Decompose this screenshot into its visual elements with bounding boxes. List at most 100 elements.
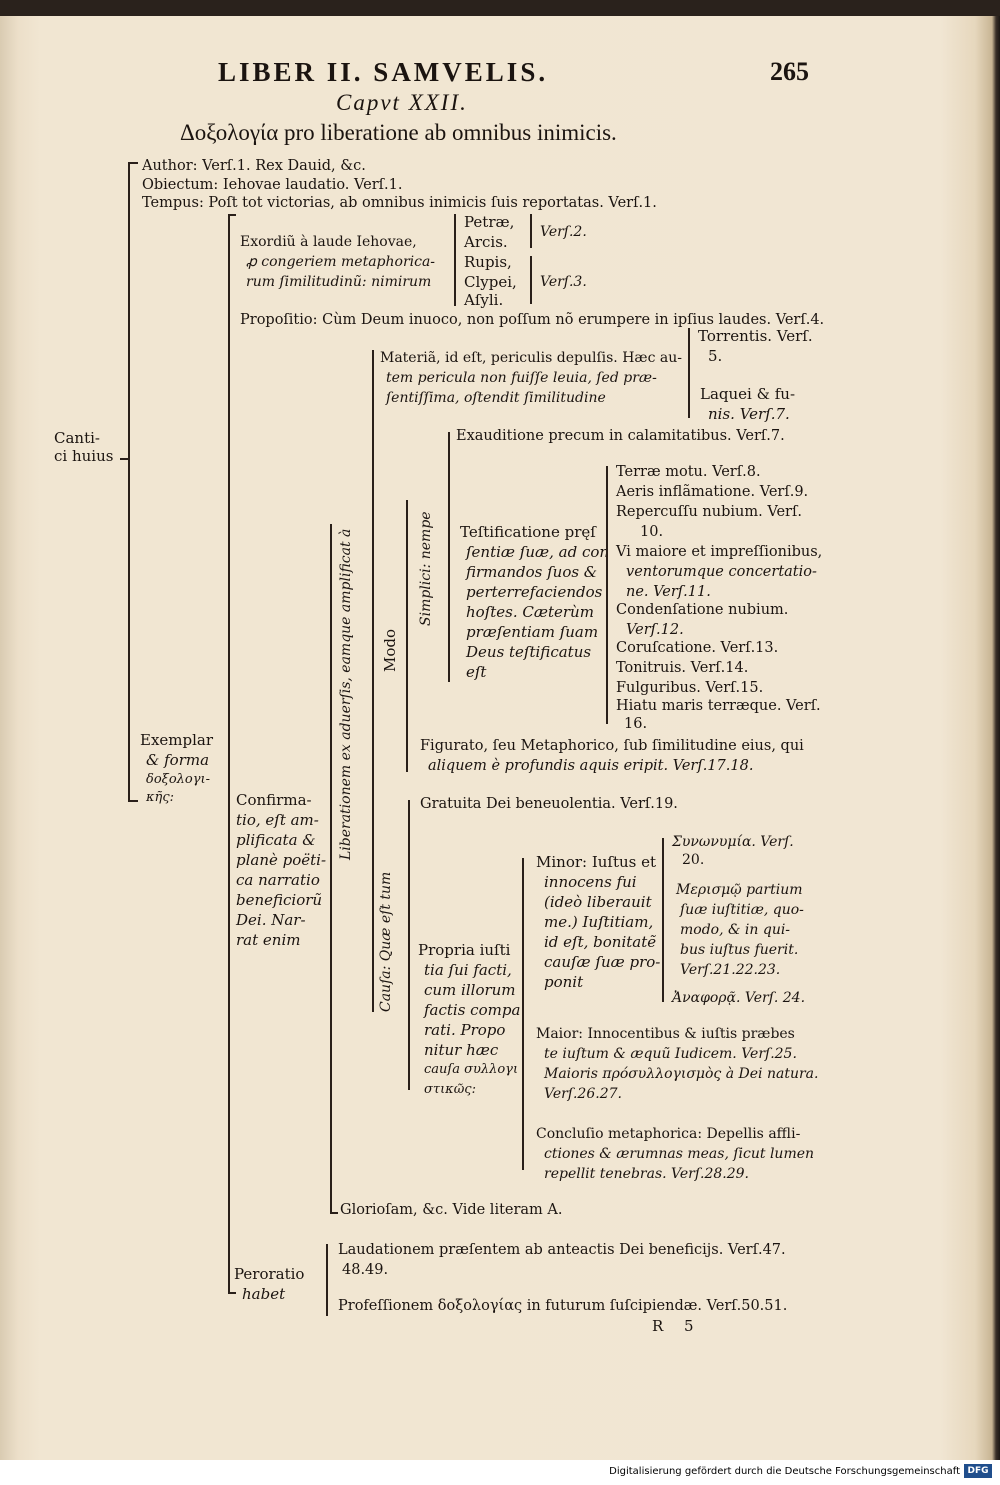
exordium-item-asyli: Aſyli. bbox=[464, 291, 504, 309]
simplici-label: Simplici: nempe bbox=[418, 511, 434, 626]
sign-4c: ne. Verſ.11. bbox=[626, 584, 711, 600]
sign-9b: 16. bbox=[624, 716, 648, 732]
exemplar-label-4: κῆς: bbox=[146, 790, 174, 805]
figurato-1: Figurato, ſeu Metaphorico, ſub ſimilitud… bbox=[420, 738, 804, 754]
page-title: Δοξολογία pro liberatione ab omnibus ini… bbox=[180, 120, 617, 145]
maior-3: Maioris πρόσυλλογισμὸς à Dei natura. bbox=[544, 1066, 819, 1082]
testificatione-4: perterrefaciendos bbox=[466, 583, 603, 601]
minor-3: (ideò liberauit bbox=[544, 893, 652, 911]
merismo-1: Μερισμῷ partium bbox=[676, 882, 803, 898]
sign-1: Terræ motu. Verſ.8. bbox=[616, 464, 761, 480]
propositio-line: Propoſitio: Cùm Deum inuoco, non poſſum … bbox=[240, 312, 825, 328]
testificatione-1: Teſtificatione pręſ bbox=[460, 523, 596, 541]
ref-brace-a bbox=[530, 214, 532, 248]
laudationem-2: 48.49. bbox=[342, 1262, 389, 1278]
conclusio-2: ctiones & ærumnas meas, ſicut lumen bbox=[544, 1146, 815, 1162]
exordium-item-arcis: Arcis. bbox=[464, 233, 508, 251]
testificatione-5: hoſtes. Cæterùm bbox=[466, 603, 594, 621]
liberationem-label: Liberationem ex aduerſis, eamque amplifi… bbox=[338, 528, 354, 860]
exauditione-line: Exauditione precum in calamitatibus. Ver… bbox=[456, 428, 785, 444]
minor-7: ponit bbox=[544, 973, 584, 991]
exemplar-label-3: δοξολογι- bbox=[146, 772, 210, 787]
ref-brace-b bbox=[530, 256, 532, 304]
root-label-1: Canti- bbox=[54, 429, 100, 447]
exordium-line-1: Exordiũ à laude Iehovae, bbox=[240, 234, 417, 250]
gratuita-line: Gratuita Dei beneuolentia. Verſ.19. bbox=[420, 796, 678, 812]
confirmatio-brace bbox=[330, 524, 332, 1214]
confirmatio-brace-bottom bbox=[330, 1212, 338, 1214]
maior-1: Maior: Innocentibus & iuſtis præbes bbox=[536, 1026, 795, 1042]
professionem-line: Profeſſionem δοξολογίας in futurum ſuſci… bbox=[338, 1298, 788, 1314]
page-number: 265 bbox=[770, 57, 809, 86]
conclusio-3: repellit tenebras. Verſ.28.29. bbox=[544, 1166, 749, 1182]
exordium-item-rupis: Rupis, bbox=[464, 253, 512, 271]
sign-3: Repercuſſu nubium. Verſ. bbox=[616, 504, 802, 520]
minor-6: cauſæ ſuæ pro- bbox=[544, 953, 661, 971]
figurato-2: aliquem è profundis aquis eripit. Verſ.1… bbox=[428, 758, 754, 774]
merismo-4: bus iuſtus fuerit. bbox=[680, 942, 799, 958]
footer-bar: Digitalisierung gefördert durch die Deut… bbox=[0, 1460, 1000, 1485]
gloriosam-line: Glorioſam, &c. Vide literam A. bbox=[340, 1202, 563, 1218]
tempus-line: Tempus: Poſt tot victorias, ab omnibus i… bbox=[142, 195, 657, 211]
propria-4: factis compa bbox=[424, 1001, 521, 1019]
confirmatio-5: ca narratio bbox=[236, 871, 320, 889]
root-brace-top bbox=[128, 162, 138, 164]
confirmatio-8: rat enim bbox=[236, 931, 301, 949]
merismo-3: modo, & in qui- bbox=[680, 922, 791, 938]
propria-8: στικῶς: bbox=[424, 1082, 476, 1097]
propria-7: cauſa συλλογι bbox=[424, 1062, 519, 1077]
sign-4b: ventorumque concertatio- bbox=[626, 564, 817, 580]
simplici-brace bbox=[448, 432, 450, 682]
signature-mark: R 5 bbox=[652, 1317, 702, 1335]
syllogism-brace bbox=[522, 858, 524, 1170]
merismo-5: Verſ.21.22.23. bbox=[680, 962, 781, 978]
materia-line-2: tem pericula non fuiſſe leuia, ſed præ- bbox=[386, 370, 657, 386]
root-label-2: ci huius bbox=[54, 447, 114, 465]
confirmatio-6: beneficiorũ bbox=[236, 891, 323, 909]
testificatione-8: eſt bbox=[466, 663, 487, 681]
sign-3b: 10. bbox=[640, 524, 664, 540]
materia-line-1: Materiã, id eſt, periculis depulſis. Hæc… bbox=[380, 350, 682, 366]
propria-3: cum illorum bbox=[424, 981, 516, 999]
funding-note: Digitalisierung gefördert durch die Deut… bbox=[609, 1466, 960, 1477]
minor-5: id eſt, bonitatẽ bbox=[544, 933, 657, 951]
exordium-item-clypei: Clypei, bbox=[464, 273, 517, 291]
sign-2: Aeris inflãmatione. Verſ.9. bbox=[616, 484, 809, 500]
peroratio-1: Peroratio bbox=[234, 1265, 305, 1283]
materia-brace bbox=[688, 328, 690, 418]
laquei-1: Laquei & fu- bbox=[700, 385, 796, 403]
confirmatio-1: Confirma- bbox=[236, 791, 312, 809]
minor-1: Minor: Iuſtus et bbox=[536, 853, 657, 871]
exordium-ref-b: Verſ.3. bbox=[540, 274, 587, 290]
minor-2: innocens fui bbox=[544, 873, 637, 891]
testificatione-2: ſentiæ ſuæ, ad con bbox=[466, 543, 610, 561]
signs-brace bbox=[606, 466, 608, 724]
confirmatio-3: plificata & bbox=[236, 831, 316, 849]
testificatione-3: firmandos ſuos & bbox=[466, 563, 598, 581]
root-brace-tip bbox=[120, 458, 130, 460]
exemplar-label-2: & forma bbox=[146, 751, 210, 769]
root-brace bbox=[128, 162, 130, 802]
sign-4: Vi maiore et impreſſionibus, bbox=[616, 544, 823, 560]
exordium-item-petrae: Petræ, bbox=[464, 213, 515, 231]
exordium-brace bbox=[454, 214, 456, 306]
chapter-heading: Capvt XXII. bbox=[336, 90, 468, 115]
propria-6: nitur hæc bbox=[424, 1041, 499, 1059]
modo-brace bbox=[406, 500, 408, 772]
anaphora-line: Ἀναφορᾷ. Verſ. 24. bbox=[672, 990, 806, 1006]
dfg-logo: DFG bbox=[964, 1464, 992, 1478]
synonymia-2: 20. bbox=[682, 852, 705, 868]
sign-5: Condenſatione nubium. bbox=[616, 602, 789, 618]
exordium-ref-a: Verſ.2. bbox=[540, 224, 587, 240]
confirmatio-2: tio, eſt am- bbox=[236, 811, 319, 829]
testificatione-6: præſentiam ſuam bbox=[466, 623, 599, 641]
conclusio-1: Concluſio metaphorica: Depellis affli- bbox=[536, 1126, 801, 1142]
sign-9: Hiatu maris terræque. Verſ. bbox=[616, 698, 821, 714]
author-line: Author: Verſ.1. Rex Dauid, &c. bbox=[142, 158, 366, 174]
running-title: LIBER II. SAMVELIS. bbox=[218, 57, 549, 87]
exordium-line-2: ꝓ congeriem metaphorica- bbox=[246, 254, 436, 270]
maior-4: Verſ.26.27. bbox=[544, 1086, 622, 1102]
materia-line-3: ſentiſſima, oſtendit ſimilitudine bbox=[386, 390, 606, 406]
propria-1: Propria iuſti bbox=[418, 941, 511, 959]
